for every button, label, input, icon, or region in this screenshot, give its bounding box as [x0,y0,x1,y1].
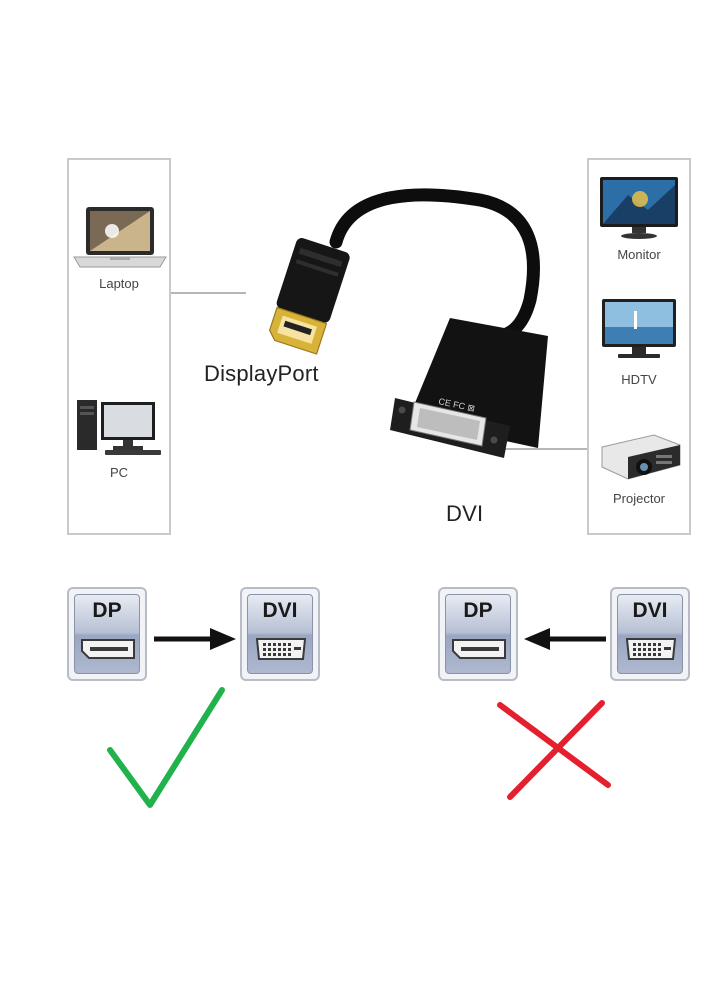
laptop-icon [73,207,167,268]
dvi-port-icon [255,638,307,660]
cross-icon [497,700,611,800]
monitor-icon [600,177,678,239]
check-icon [107,687,225,808]
hdtv-icon [602,299,676,358]
dvi-text: DVI [632,599,668,622]
projector-icon [601,434,681,480]
pc-label: PC [109,465,129,480]
dp-connector-box-invalid: DP [438,587,518,681]
dp-text: DP [463,599,493,622]
laptop-label: Laptop [99,276,139,291]
monitor-label: Monitor [617,247,661,262]
arrow-left-icon [524,628,606,650]
projector-label: Projector [612,491,666,506]
dvi-text: DVI [262,599,298,622]
dp-port-icon [452,639,506,659]
hdtv-label: HDTV [621,372,657,387]
arrow-right-icon [154,628,236,650]
cross-stroke-2 [507,700,605,800]
dvi-port-icon [625,638,677,660]
pc-icon [77,400,161,455]
dp-port-icon [81,639,135,659]
dvi-connector-box-valid: DVI [240,587,320,681]
dp-text: DP [92,599,122,622]
cross-stroke-1 [497,702,611,788]
dp-connector-box-valid: DP [67,587,147,681]
dvi-connector-box-invalid: DVI [610,587,690,681]
check-stroke [107,687,225,808]
dvi-label: DVI [446,501,484,526]
displayport-label: DisplayPort [204,361,319,386]
